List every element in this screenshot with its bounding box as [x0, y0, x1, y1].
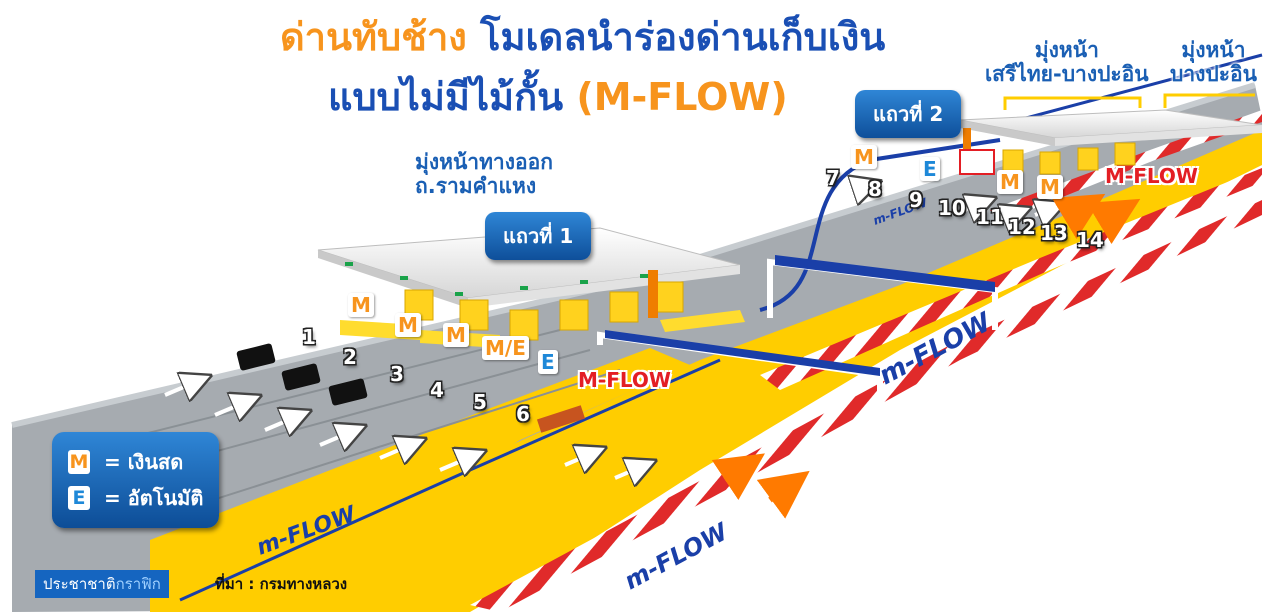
lane-chip-auto: E [538, 350, 558, 374]
lane-chip-cash: M [395, 313, 421, 337]
row1-label: แถวที่ 1 [485, 212, 592, 260]
title-part-no-barrier: แบบไม่มีไม้กั้น [328, 75, 564, 119]
lane-chip-cash: M [851, 145, 877, 169]
lane-chip-cash: M [348, 293, 374, 317]
legend-row-auto: E = อัตโนมัติ [68, 480, 203, 516]
gantry-banner [775, 255, 995, 292]
mflow-tag-row1: M-FLOW [578, 368, 671, 392]
lane-number: 10 [938, 196, 966, 220]
destination-ramkhamhaeng: มุ่งหน้าทางออก ถ.รามคำแหง [415, 150, 553, 198]
destination-line: มุ่งหน้าทางออก [415, 150, 553, 174]
lane-number: 8 [868, 177, 882, 201]
lane-chip-cash: M [443, 323, 469, 347]
publisher-name-part1: ประชาชาติ [43, 575, 116, 593]
title-line2: แบบไม่มีไม้กั้น (M-FLOW) [328, 78, 788, 116]
legend-key-auto: E [68, 486, 90, 510]
destination-bangpain: มุ่งหน้า บางปะอิน [1170, 38, 1257, 86]
destination-line: มุ่งหน้า [1181, 38, 1246, 62]
lane-number: 7 [826, 166, 840, 190]
destination-line: บางปะอิน [1170, 62, 1257, 86]
toll-booths-row2 [1002, 142, 1136, 175]
legend-box: M = เงินสด E = อัตโนมัติ [52, 432, 220, 528]
legend-label-auto: = อัตโนมัติ [104, 486, 204, 510]
lane-number: 11 [976, 205, 1004, 229]
mflow-sign-box [959, 149, 995, 175]
publisher-credit: ประชาชาติกราฟิก [35, 570, 169, 598]
barrier-right [470, 200, 1262, 612]
mflow-arrows [711, 193, 1141, 519]
lane-number: 1 [302, 325, 316, 349]
lane-number: 4 [430, 378, 444, 402]
legend-label-cash: = เงินสด [104, 450, 184, 474]
blue-curve-2 [999, 53, 1263, 127]
canopy-row1-lights [345, 262, 648, 296]
lane-number: 5 [473, 390, 487, 414]
lane-number: 9 [909, 188, 923, 212]
vehicle-icons [236, 343, 368, 406]
lane-chip-auto: E [920, 157, 940, 181]
title-part-model: โมเดลนำร่องด่านเก็บเงิน [480, 15, 886, 59]
legend-row-cash: M = เงินสด [68, 444, 203, 480]
destination-line: มุ่งหน้า [1034, 38, 1099, 62]
source-credit: ที่มา : กรมทางหลวง [215, 575, 348, 593]
destination-serithai-bangpain: มุ่งหน้า เสรีไทย-บางปะอิน [985, 38, 1149, 86]
destination-line: เสรีไทย-บางปะอิน [985, 62, 1149, 86]
lane-number: 2 [343, 345, 357, 369]
lane-chip-cash: M [997, 170, 1023, 194]
publisher-name-part2: กราฟิก [115, 575, 161, 593]
mflow-lane-surface [230, 130, 1262, 612]
title-part-tabchang: ด่านทับช้าง [280, 15, 467, 59]
mflow-tag-row2: M-FLOW [1105, 164, 1198, 188]
lane-chip-cash-auto: M/E [482, 336, 529, 360]
lane-number: 3 [390, 362, 404, 386]
title-line1: ด่านทับช้าง โมเดลนำร่องด่านเก็บเงิน [280, 18, 885, 56]
lane-number: 12 [1008, 215, 1036, 239]
title-part-mflow: (M-FLOW) [576, 75, 788, 119]
destination-line: ถ.รามคำแหง [415, 174, 537, 198]
row2-gantry-frames [1003, 93, 1255, 110]
lane-number: 14 [1076, 228, 1104, 252]
lane-chip-cash: M [1037, 175, 1063, 199]
legend-key-cash: M [68, 450, 90, 474]
lane-number: 13 [1040, 221, 1068, 245]
row2-label: แถวที่ 2 [855, 90, 962, 138]
lane-number: 6 [516, 402, 530, 426]
traffic-cone-barrier [536, 405, 586, 433]
